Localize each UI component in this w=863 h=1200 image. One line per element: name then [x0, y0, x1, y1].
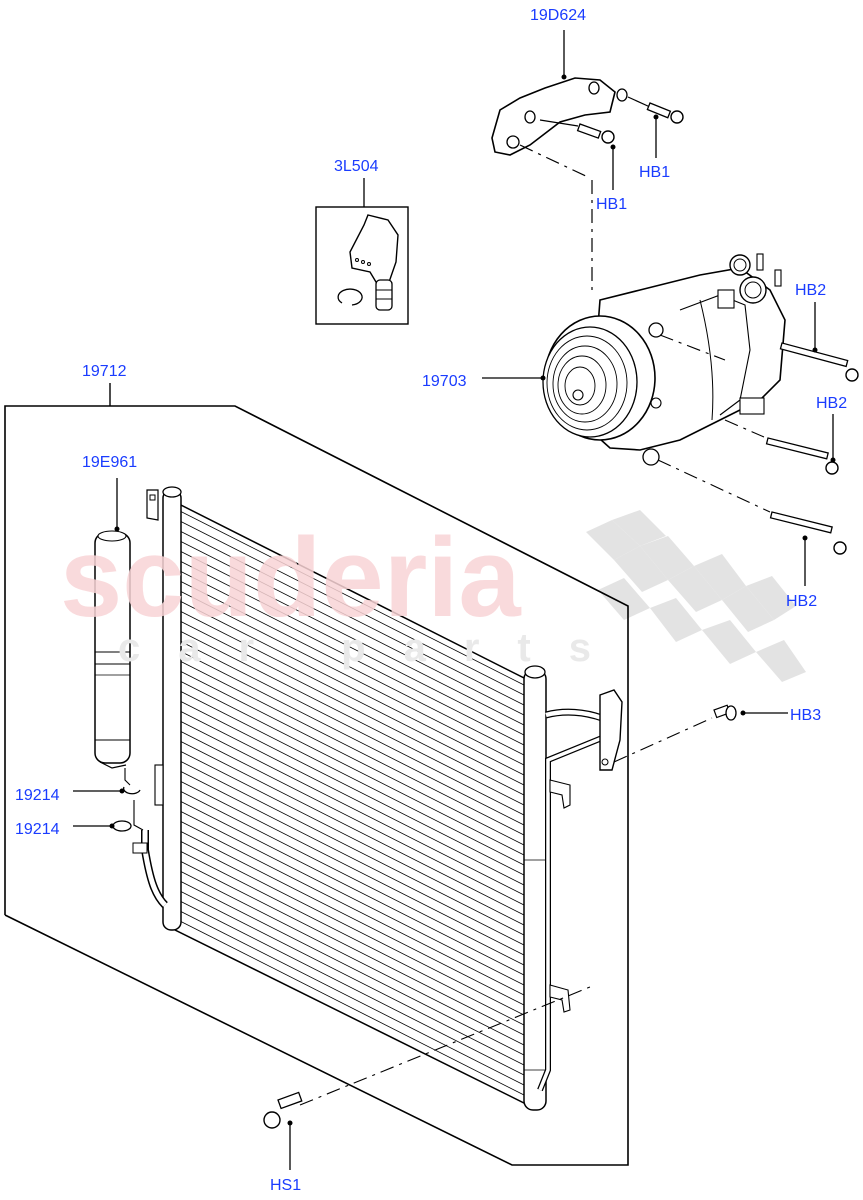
- hb2-bolts: [657, 302, 859, 586]
- receiver-drier: [94, 478, 144, 831]
- callout-19214-b[interactable]: 19214: [15, 821, 60, 838]
- callout-hb2-b[interactable]: HB2: [816, 395, 848, 412]
- hs1-screw: [263, 986, 591, 1170]
- condenser-core: [132, 486, 623, 1111]
- callout-hb3[interactable]: HB3: [790, 707, 822, 724]
- ac-compressor: [482, 253, 786, 466]
- callout-hs1[interactable]: HS1: [270, 1177, 302, 1194]
- o-rings: [73, 786, 141, 832]
- callout-19703[interactable]: 19703: [422, 373, 467, 390]
- watermark-checker-flag: [586, 510, 806, 682]
- callout-hb1-a[interactable]: HB1: [639, 164, 671, 181]
- callout-19d624[interactable]: 19D624: [530, 7, 587, 24]
- hb1-bolts: [519, 96, 684, 290]
- callout-19712[interactable]: 19712: [82, 363, 127, 380]
- callout-19214-a[interactable]: 19214: [15, 787, 60, 804]
- callout-3l504[interactable]: 3L504: [334, 158, 379, 175]
- compressor-bracket: [491, 30, 628, 156]
- hb3-bolt: [613, 704, 788, 763]
- callout-19e961[interactable]: 19E961: [82, 454, 138, 471]
- pressure-sensor-box: [315, 178, 409, 325]
- callout-hb2-a[interactable]: HB2: [795, 282, 827, 299]
- condenser-group-frame: [4, 405, 629, 1166]
- callout-hb2-c[interactable]: HB2: [786, 593, 818, 610]
- callout-hb1-b[interactable]: HB1: [596, 196, 628, 213]
